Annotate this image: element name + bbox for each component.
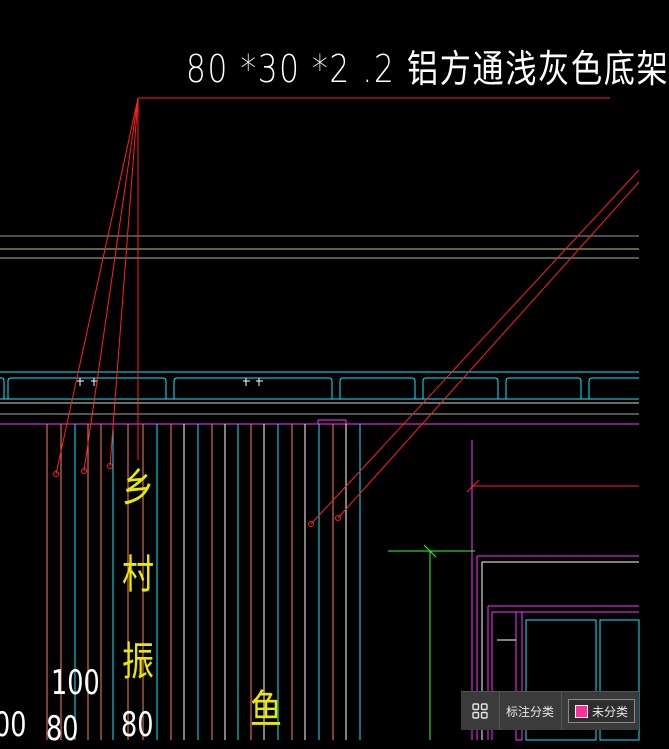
elevation-detail	[388, 440, 640, 741]
vertical-text-char-2: 村	[122, 552, 154, 598]
panel-clip-marks	[77, 378, 263, 386]
annotation-category-panel: 标注分类 未分类	[461, 691, 639, 730]
category-color-swatch	[575, 704, 589, 718]
vertical-text-char-3: 振	[122, 639, 154, 685]
horizontal-guide-lines	[0, 235, 639, 425]
category-selector[interactable]: 未分类	[568, 699, 636, 723]
annotation-category-label: 标注分类	[500, 692, 563, 730]
cad-drawing-canvas[interactable]	[0, 0, 640, 741]
ceiling-panel-row	[0, 371, 639, 400]
vertical-text-char-1: 乡	[122, 465, 154, 511]
vertical-slats	[46, 419, 361, 740]
dimension-label-00: 00	[0, 705, 27, 745]
vertical-text-char-4: 鱼	[250, 687, 282, 733]
category-grid-icon[interactable]	[461, 692, 500, 730]
dimension-label-100: 100	[51, 663, 100, 703]
dimension-label-80-right: 80	[121, 705, 154, 745]
material-annotation-label: 80 *30 *2 .2 铝方通浅灰色底架	[186, 47, 669, 91]
category-name: 未分类	[592, 704, 629, 719]
leader-lines	[53, 97, 640, 527]
dimension-label-80-left: 80	[46, 709, 79, 749]
